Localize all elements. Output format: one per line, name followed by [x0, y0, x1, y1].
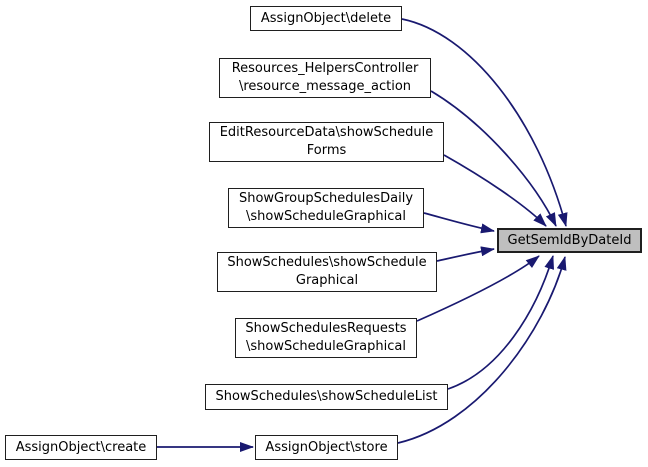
edge-showscheduleforms-to-getsemid	[443, 154, 547, 227]
edge-showschedulesgraphical-to-getsemid	[436, 246, 495, 262]
node-label: ShowSchedules\showScheduleList	[215, 389, 438, 404]
node-label: AssignObject\create	[15, 439, 147, 455]
node-label: AssignObject\delete	[260, 10, 392, 26]
node-label-line2: \showScheduleGraphical	[246, 209, 406, 224]
node-label-line2: \resource_message_action	[238, 79, 412, 94]
node-showschedules-showschedulelist[interactable]: ShowSchedules\showScheduleList	[205, 384, 448, 410]
node-assignobject-delete[interactable]: AssignObject\delete	[250, 6, 402, 31]
node-label-line2: Graphical	[295, 273, 359, 288]
node-showschedulesrequests-showschedulegraphical[interactable]: ShowSchedulesRequests \showScheduleGraph…	[235, 318, 417, 358]
node-editresourcedata-showscheduleforms[interactable]: EditResourceData\showSchedule Forms	[209, 122, 444, 162]
node-label-line1: ShowSchedules\showSchedule	[227, 255, 427, 270]
edge-resource-message-action-to-getsemid	[430, 90, 557, 227]
node-label-line1: Resources_HelpersController	[231, 61, 419, 76]
node-showgroupschedulesdaily-showschedulegraphical[interactable]: ShowGroupSchedulesDaily \showScheduleGra…	[228, 188, 424, 228]
node-resources-helperscontroller-resource-message-action[interactable]: Resources_HelpersController \resource_me…	[219, 58, 431, 98]
node-label-line2: \showScheduleGraphical	[246, 339, 406, 354]
edge-showschedulesrequests-to-getsemid	[416, 255, 540, 322]
node-assignobject-store[interactable]: AssignObject\store	[255, 435, 398, 460]
edge-showgroupschedulesdaily-to-getsemid	[423, 212, 495, 234]
node-label: AssignObject\store	[265, 439, 388, 455]
node-label: GetSemIdByDateId	[507, 232, 632, 248]
edge-delete-to-getsemid	[401, 18, 568, 227]
node-label-line2: Forms	[306, 143, 347, 158]
node-label-line1: ShowSchedulesRequests	[245, 321, 407, 336]
edge-showschedulelist-to-getsemid	[447, 255, 555, 390]
node-getsemidbydateid-focus[interactable]: GetSemIdByDateId	[497, 228, 642, 253]
node-label-line1: ShowGroupSchedulesDaily	[238, 191, 414, 206]
node-assignobject-create[interactable]: AssignObject\create	[5, 435, 157, 460]
node-showschedules-showschedulegraphical[interactable]: ShowSchedules\showSchedule Graphical	[217, 252, 437, 292]
edge-store-to-getsemid	[397, 256, 567, 444]
node-label-line1: EditResourceData\showSchedule	[219, 125, 434, 140]
